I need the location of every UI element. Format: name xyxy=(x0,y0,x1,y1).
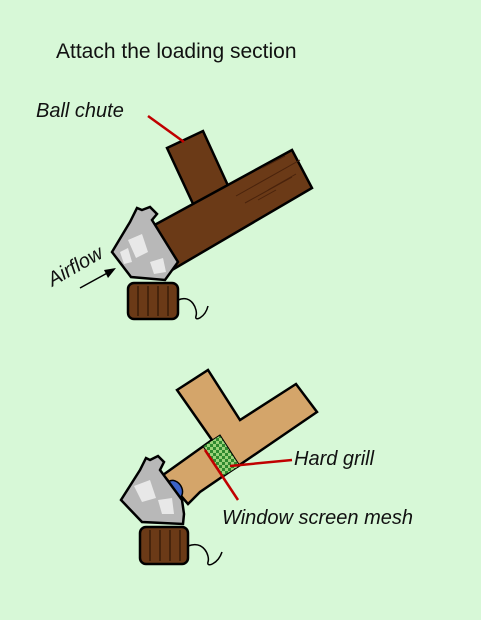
window-screen-mesh-pointer xyxy=(203,449,240,501)
fan-motor-bottom xyxy=(138,525,190,566)
ball-chute-pointer xyxy=(147,114,185,144)
ball-chute-label: Ball chute xyxy=(36,100,124,122)
diagram-title: Attach the loading section xyxy=(56,40,297,63)
power-cord-bottom xyxy=(187,543,223,566)
airflow-arrow xyxy=(79,268,116,289)
fan-motor-top xyxy=(126,281,180,321)
metal-highlights-bottom xyxy=(134,480,174,514)
metal-highlights-top xyxy=(120,234,166,274)
window-screen-mesh-label: Window screen mesh xyxy=(222,507,414,529)
wood-y-piece-bottom xyxy=(161,368,319,506)
wood-tube-top xyxy=(147,148,314,272)
fan-motor-ribs-bottom xyxy=(149,530,181,561)
power-cord-top xyxy=(177,297,209,320)
wood-grain-top xyxy=(235,155,301,204)
fan-motor-ribs-top xyxy=(137,286,169,316)
hard-grill-pointer xyxy=(229,458,293,468)
hard-grill-label: Hard grill xyxy=(294,448,375,470)
